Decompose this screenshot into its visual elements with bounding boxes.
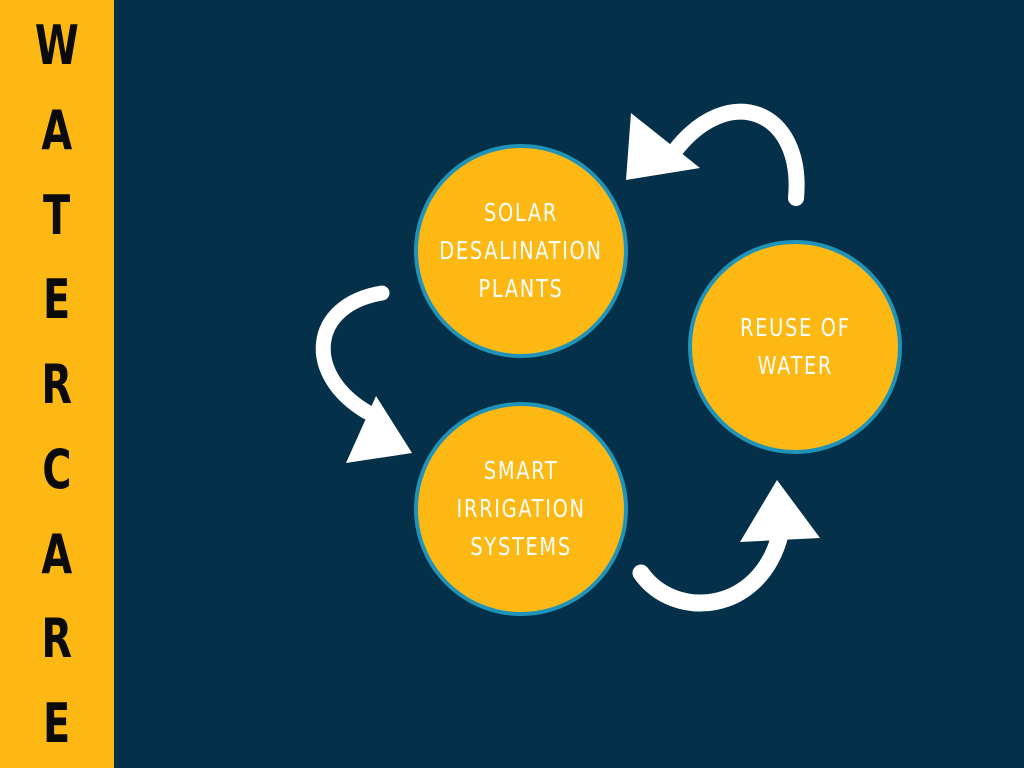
- title-letter: A: [41, 98, 73, 162]
- title-letter: T: [43, 183, 71, 247]
- arrow-shaft: [632, 526, 789, 612]
- node-reuse-of-water: REUSE OF WATER: [688, 240, 902, 454]
- title-letter: E: [43, 692, 71, 755]
- arrow-head: [740, 480, 820, 542]
- node-label: SMART IRRIGATION SYSTEMS: [456, 456, 586, 561]
- node-solar-desalination: SOLAR DESALINATION PLANTS: [414, 144, 628, 358]
- node-smart-irrigation: SMART IRRIGATION SYSTEMS: [414, 402, 628, 616]
- arrow-smart-to-reuse: [632, 480, 820, 612]
- node-label: REUSE OF WATER: [739, 313, 851, 380]
- arrow-head: [626, 113, 700, 180]
- title-letter: R: [41, 353, 73, 416]
- cycle-diagram: SOLAR DESALINATION PLANTS REUSE OF WATER…: [114, 0, 1024, 768]
- arrow-solar-to-smart: [315, 285, 412, 463]
- arrow-head: [346, 396, 412, 463]
- title-letter: E: [43, 268, 71, 332]
- node-label: SOLAR DESALINATION PLANTS: [439, 198, 603, 303]
- title-letter: A: [41, 522, 73, 586]
- title-letter: W: [35, 14, 79, 77]
- title-letter: C: [42, 437, 72, 501]
- arrow-reuse-to-solar: [626, 103, 805, 206]
- sidebar-title: W A T E R C A R E: [0, 0, 114, 768]
- arrow-shaft: [315, 285, 390, 420]
- cycle-arrows: [315, 103, 820, 612]
- arrow-shaft: [666, 103, 805, 206]
- title-letter: R: [41, 607, 73, 671]
